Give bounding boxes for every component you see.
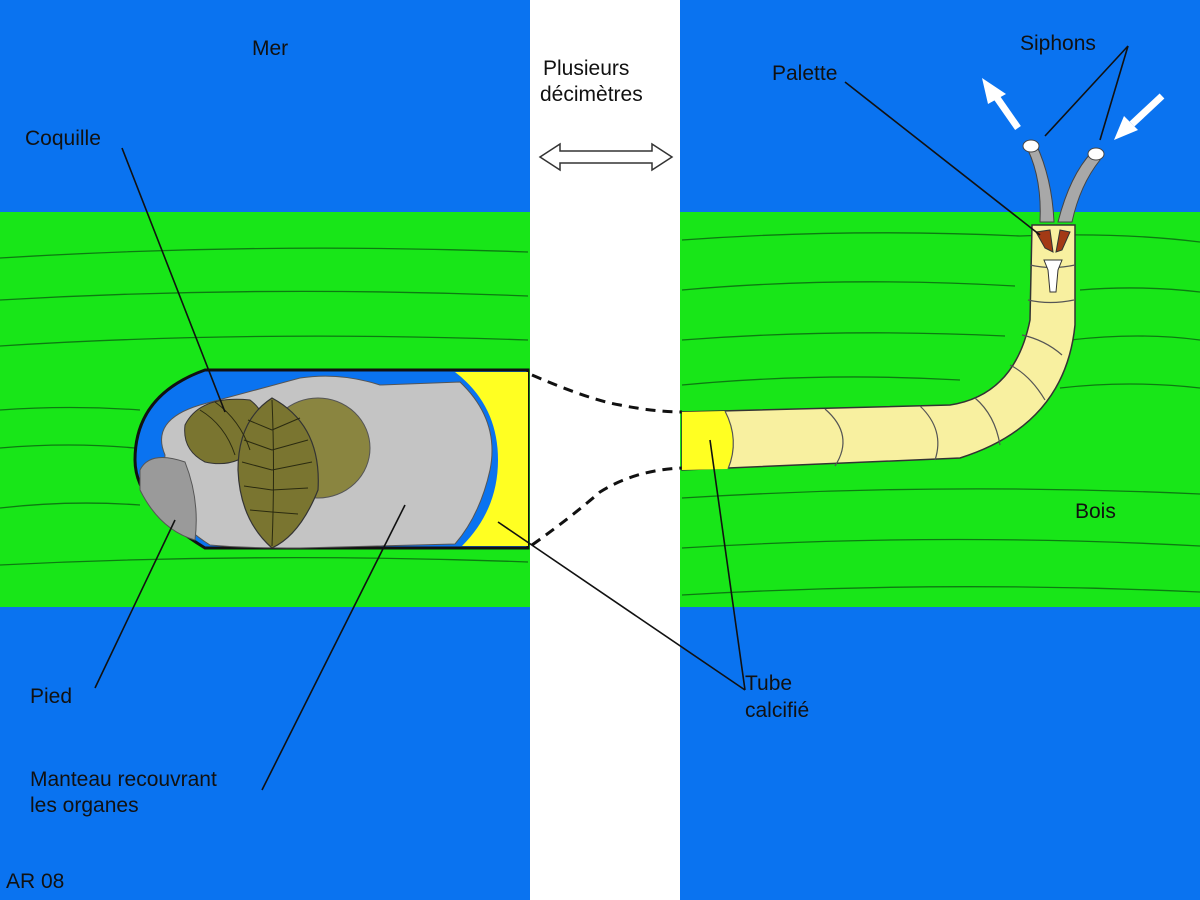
leader-palette xyxy=(844,81,1041,236)
label-distance-line2: décimètres xyxy=(540,83,643,106)
label-coquille: Coquille xyxy=(25,127,101,150)
label-manteau-line2: les organes xyxy=(30,794,139,817)
calcified-tube-right xyxy=(682,411,734,470)
leader-manteau xyxy=(261,504,406,791)
palette-right xyxy=(1055,229,1071,253)
worm-segments xyxy=(724,264,1076,470)
label-pied: Pied xyxy=(30,685,72,708)
shell-ridges xyxy=(199,399,313,547)
leader-siphon-right xyxy=(1099,45,1129,141)
label-tube-line2: calcifié xyxy=(745,699,809,722)
wood-grain xyxy=(0,232,1200,596)
siphon-right xyxy=(1057,151,1101,223)
leader-tube-left xyxy=(497,521,746,691)
label-manteau-line1: Manteau recouvrant xyxy=(30,768,217,791)
label-siphons: Siphons xyxy=(1020,32,1096,55)
inflow-arrow-icon xyxy=(1114,93,1165,140)
dashed-tube-bottom xyxy=(531,466,683,547)
label-tube-line1: Tube xyxy=(745,672,792,695)
label-palette: Palette xyxy=(772,62,837,85)
palette xyxy=(1035,229,1054,253)
leader-tube-right xyxy=(709,439,746,691)
palette-stalk xyxy=(1043,259,1063,293)
credit: AR 08 xyxy=(6,870,64,893)
label-bois: Bois xyxy=(1075,500,1116,523)
leader-pied xyxy=(94,519,176,689)
siphon-left-opening xyxy=(1022,139,1040,153)
label-mer: Mer xyxy=(252,37,288,60)
dashed-tube-top xyxy=(531,373,683,414)
calcified-tube-left xyxy=(455,372,528,546)
foot xyxy=(139,457,197,541)
distance-double-arrow-icon xyxy=(538,142,674,172)
label-distance-line1: Plusieurs xyxy=(543,57,629,80)
leader-siphon-left xyxy=(1044,45,1129,137)
worm-body xyxy=(681,224,1076,471)
leader-coquille xyxy=(121,147,226,413)
siphon-right-opening xyxy=(1087,147,1105,161)
omitted-section-gap xyxy=(530,0,680,900)
outflow-arrow-icon xyxy=(982,78,1021,131)
